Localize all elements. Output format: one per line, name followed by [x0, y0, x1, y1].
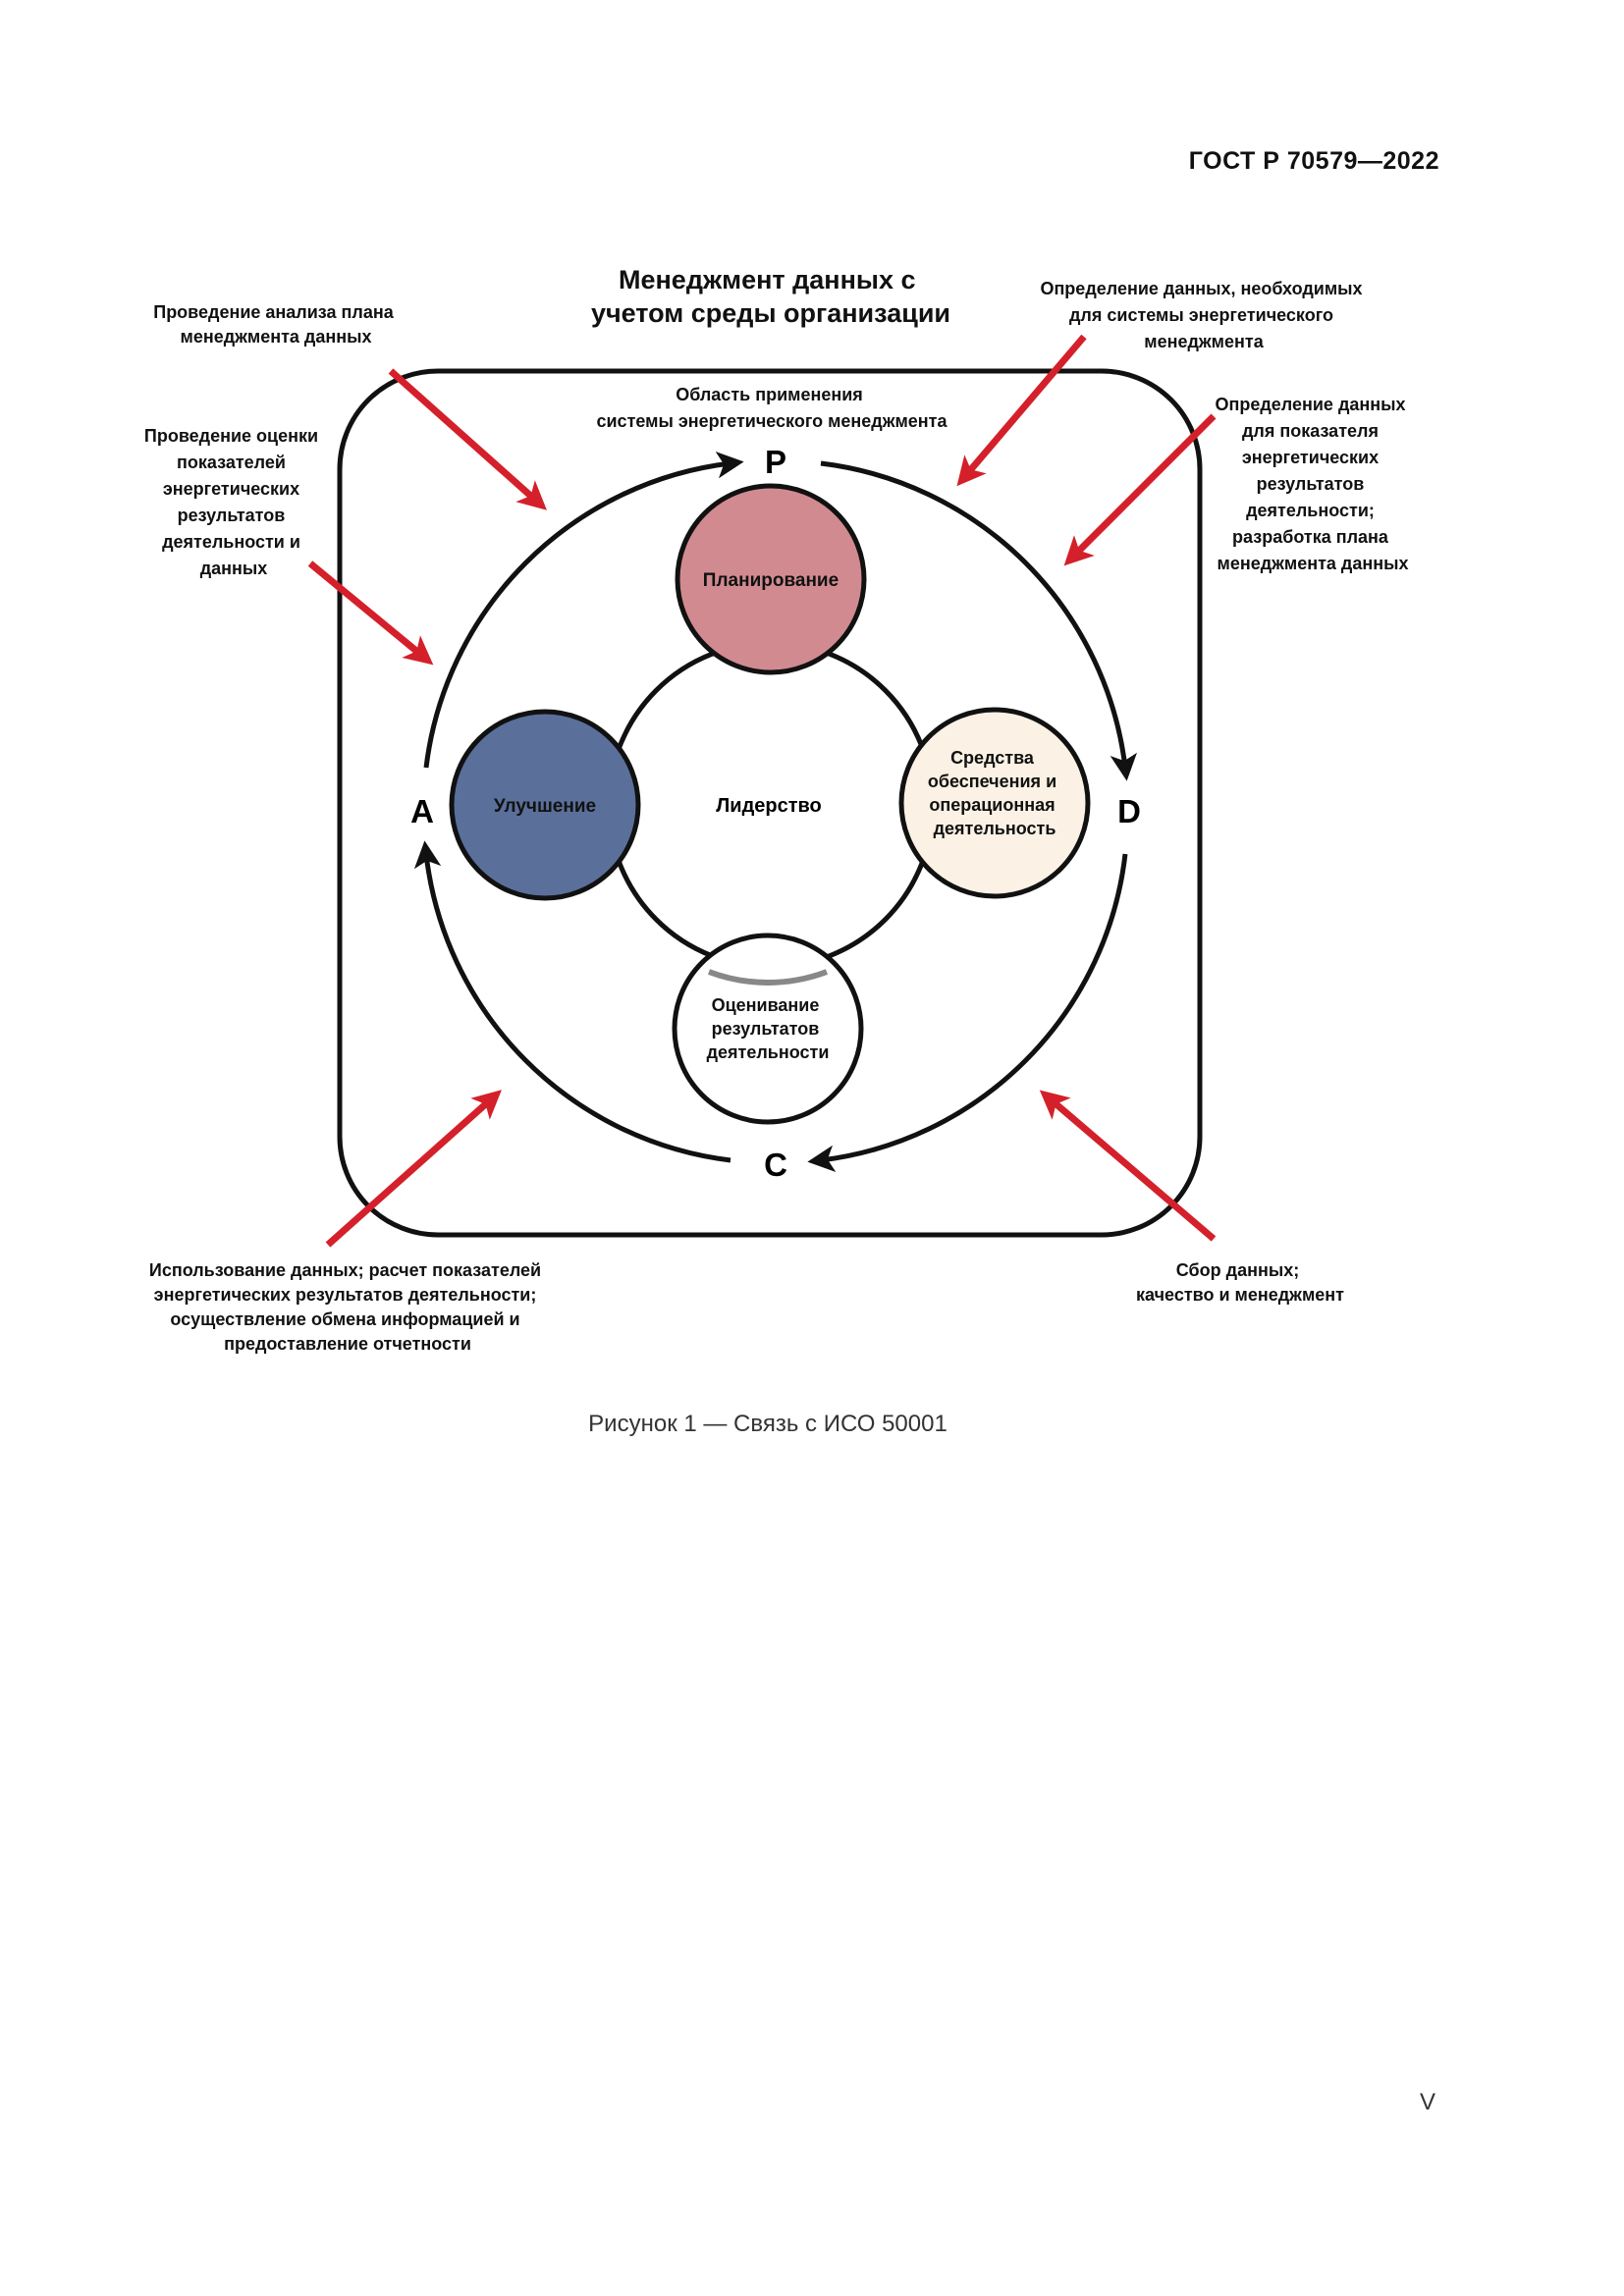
red-arrow-top-right	[956, 334, 1087, 487]
document-code: ГОСТ Р 70579—2022	[1188, 147, 1439, 175]
scope-label: Область применения системы энергетическо…	[596, 385, 947, 431]
do-circle	[898, 707, 1091, 899]
check-label: Оценивание результатов деятельности	[707, 995, 830, 1062]
red-arrow-left	[307, 561, 434, 666]
annotation-top-left: Проведение анализа плана менеджмента дан…	[153, 302, 398, 347]
pdca-letter-p: P	[765, 444, 786, 480]
check-circle-overlap-arc	[707, 969, 829, 986]
red-arrow-bottom-left	[325, 1090, 502, 1248]
leadership-label: Лидерство	[716, 795, 822, 817]
act-circle	[449, 709, 641, 901]
plan-circle	[675, 483, 867, 675]
annotation-bottom-left: Использование данных; расчет показателей…	[149, 1260, 546, 1354]
do-label: Средства обеспечения и операционная деят…	[928, 748, 1061, 838]
red-arrow-right	[1063, 413, 1217, 566]
cycle-arrow-d-to-c	[807, 853, 1128, 1172]
cycle-arrow-p-to-d	[820, 460, 1137, 781]
figure-caption: Рисунок 1 — Связь с ИСО 50001	[588, 1411, 947, 1437]
outer-frame	[337, 368, 1203, 1238]
red-arrow-bottom-right	[1039, 1090, 1217, 1242]
annotation-bottom-right: Сбор данных; качество и менеджмент	[1136, 1260, 1344, 1305]
pdca-letter-a: A	[410, 793, 434, 829]
check-circle	[672, 933, 864, 1125]
cycle-arrow-c-to-a	[413, 840, 731, 1163]
act-label: Улучшение	[494, 796, 596, 817]
cycle-arrow-a-to-p	[423, 452, 744, 769]
annotation-right: Определение данных для показателя энерге…	[1215, 395, 1410, 573]
pdca-letter-d: D	[1117, 793, 1141, 829]
plan-label: Планирование	[703, 570, 839, 591]
pdca-letter-c: C	[764, 1147, 787, 1183]
annotation-top-right: Определение данных, необходимых для сист…	[1040, 279, 1367, 351]
page-number: V	[1419, 2089, 1435, 2115]
pdca-diagram: Менеджмент данных с учетом среды организ…	[144, 265, 1410, 1354]
red-arrow-top-left	[388, 368, 547, 510]
diagram-title: Менеджмент данных с учетом среды организ…	[591, 265, 950, 328]
annotation-left: Проведение оценки показателей энергетиче…	[144, 426, 323, 578]
